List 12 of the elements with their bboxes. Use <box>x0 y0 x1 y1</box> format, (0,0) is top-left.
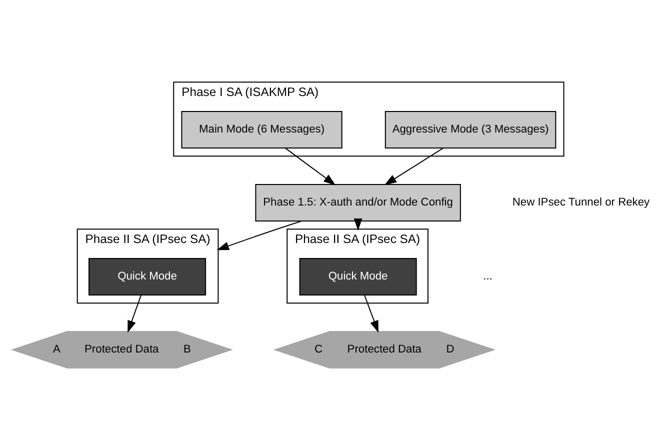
arrow <box>285 147 336 185</box>
label: ... <box>483 270 492 282</box>
node-box: Aggressive Mode (3 Messages) <box>384 110 556 148</box>
arrow <box>384 147 444 185</box>
arrow <box>364 294 378 332</box>
node-box: Main Mode (6 Messages) <box>181 110 342 148</box>
node-box: Quick Mode <box>88 257 206 295</box>
arrow <box>128 294 142 332</box>
label: New IPsec Tunnel or Rekey <box>512 196 650 208</box>
node-box: Quick Mode <box>299 257 417 295</box>
arrow <box>354 218 362 230</box>
arrow <box>216 220 302 250</box>
